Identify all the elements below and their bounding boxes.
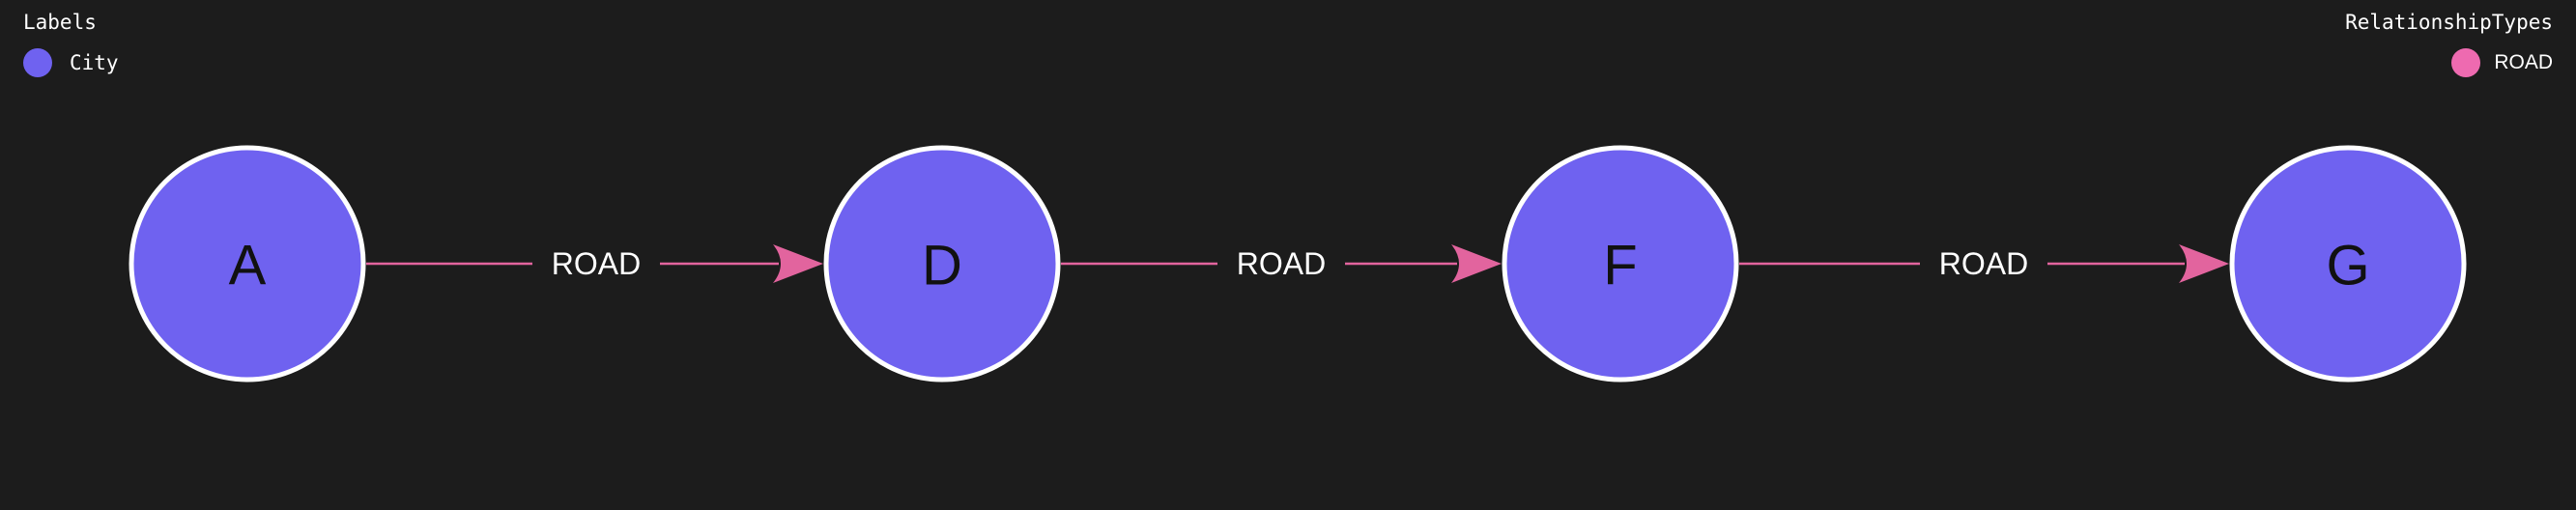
- relationship-road[interactable]: ROAD: [1061, 244, 1502, 283]
- graph-node-g[interactable]: G: [2229, 145, 2467, 382]
- legend-item-road-label: ROAD: [2494, 51, 2553, 73]
- relationship-road[interactable]: ROAD: [366, 244, 823, 283]
- labels-legend-title: Labels: [23, 11, 97, 34]
- relationship-caption: ROAD: [1237, 246, 1326, 281]
- relationship-arrowhead-icon: [1451, 244, 1502, 283]
- label-swatch-city[interactable]: [23, 48, 52, 77]
- graph-node-d[interactable]: D: [823, 145, 1061, 382]
- node-caption: F: [1603, 235, 1637, 298]
- relationship-arrowhead-icon: [2179, 244, 2229, 283]
- relationship-caption: ROAD: [1939, 246, 2028, 281]
- node-caption: G: [2326, 235, 2369, 298]
- node-caption: D: [922, 235, 962, 298]
- relationships-layer: ROAD ROAD ROAD: [366, 244, 2229, 283]
- relationship-types-legend: RelationshipTypes ROAD: [2322, 0, 2576, 77]
- relationship-road[interactable]: ROAD: [1739, 244, 2229, 283]
- legend-item-road[interactable]: ROAD: [2345, 48, 2553, 77]
- labels-legend: Labels City: [0, 0, 142, 77]
- legend-item-city[interactable]: City: [23, 48, 119, 77]
- relationship-arrowhead-icon: [773, 244, 823, 283]
- reltype-swatch-road[interactable]: [2451, 48, 2481, 77]
- graph-node-f[interactable]: F: [1502, 145, 1739, 382]
- node-circle[interactable]: [129, 145, 366, 382]
- node-circle[interactable]: [823, 145, 1061, 382]
- node-circle[interactable]: [2229, 145, 2467, 382]
- legend-item-city-label: City: [70, 51, 119, 74]
- node-circle[interactable]: [1502, 145, 1739, 382]
- node-caption: A: [229, 235, 267, 298]
- relationship-types-legend-title: RelationshipTypes: [2345, 11, 2553, 34]
- graph-node-a[interactable]: A: [129, 145, 366, 382]
- relationship-caption: ROAD: [552, 246, 641, 281]
